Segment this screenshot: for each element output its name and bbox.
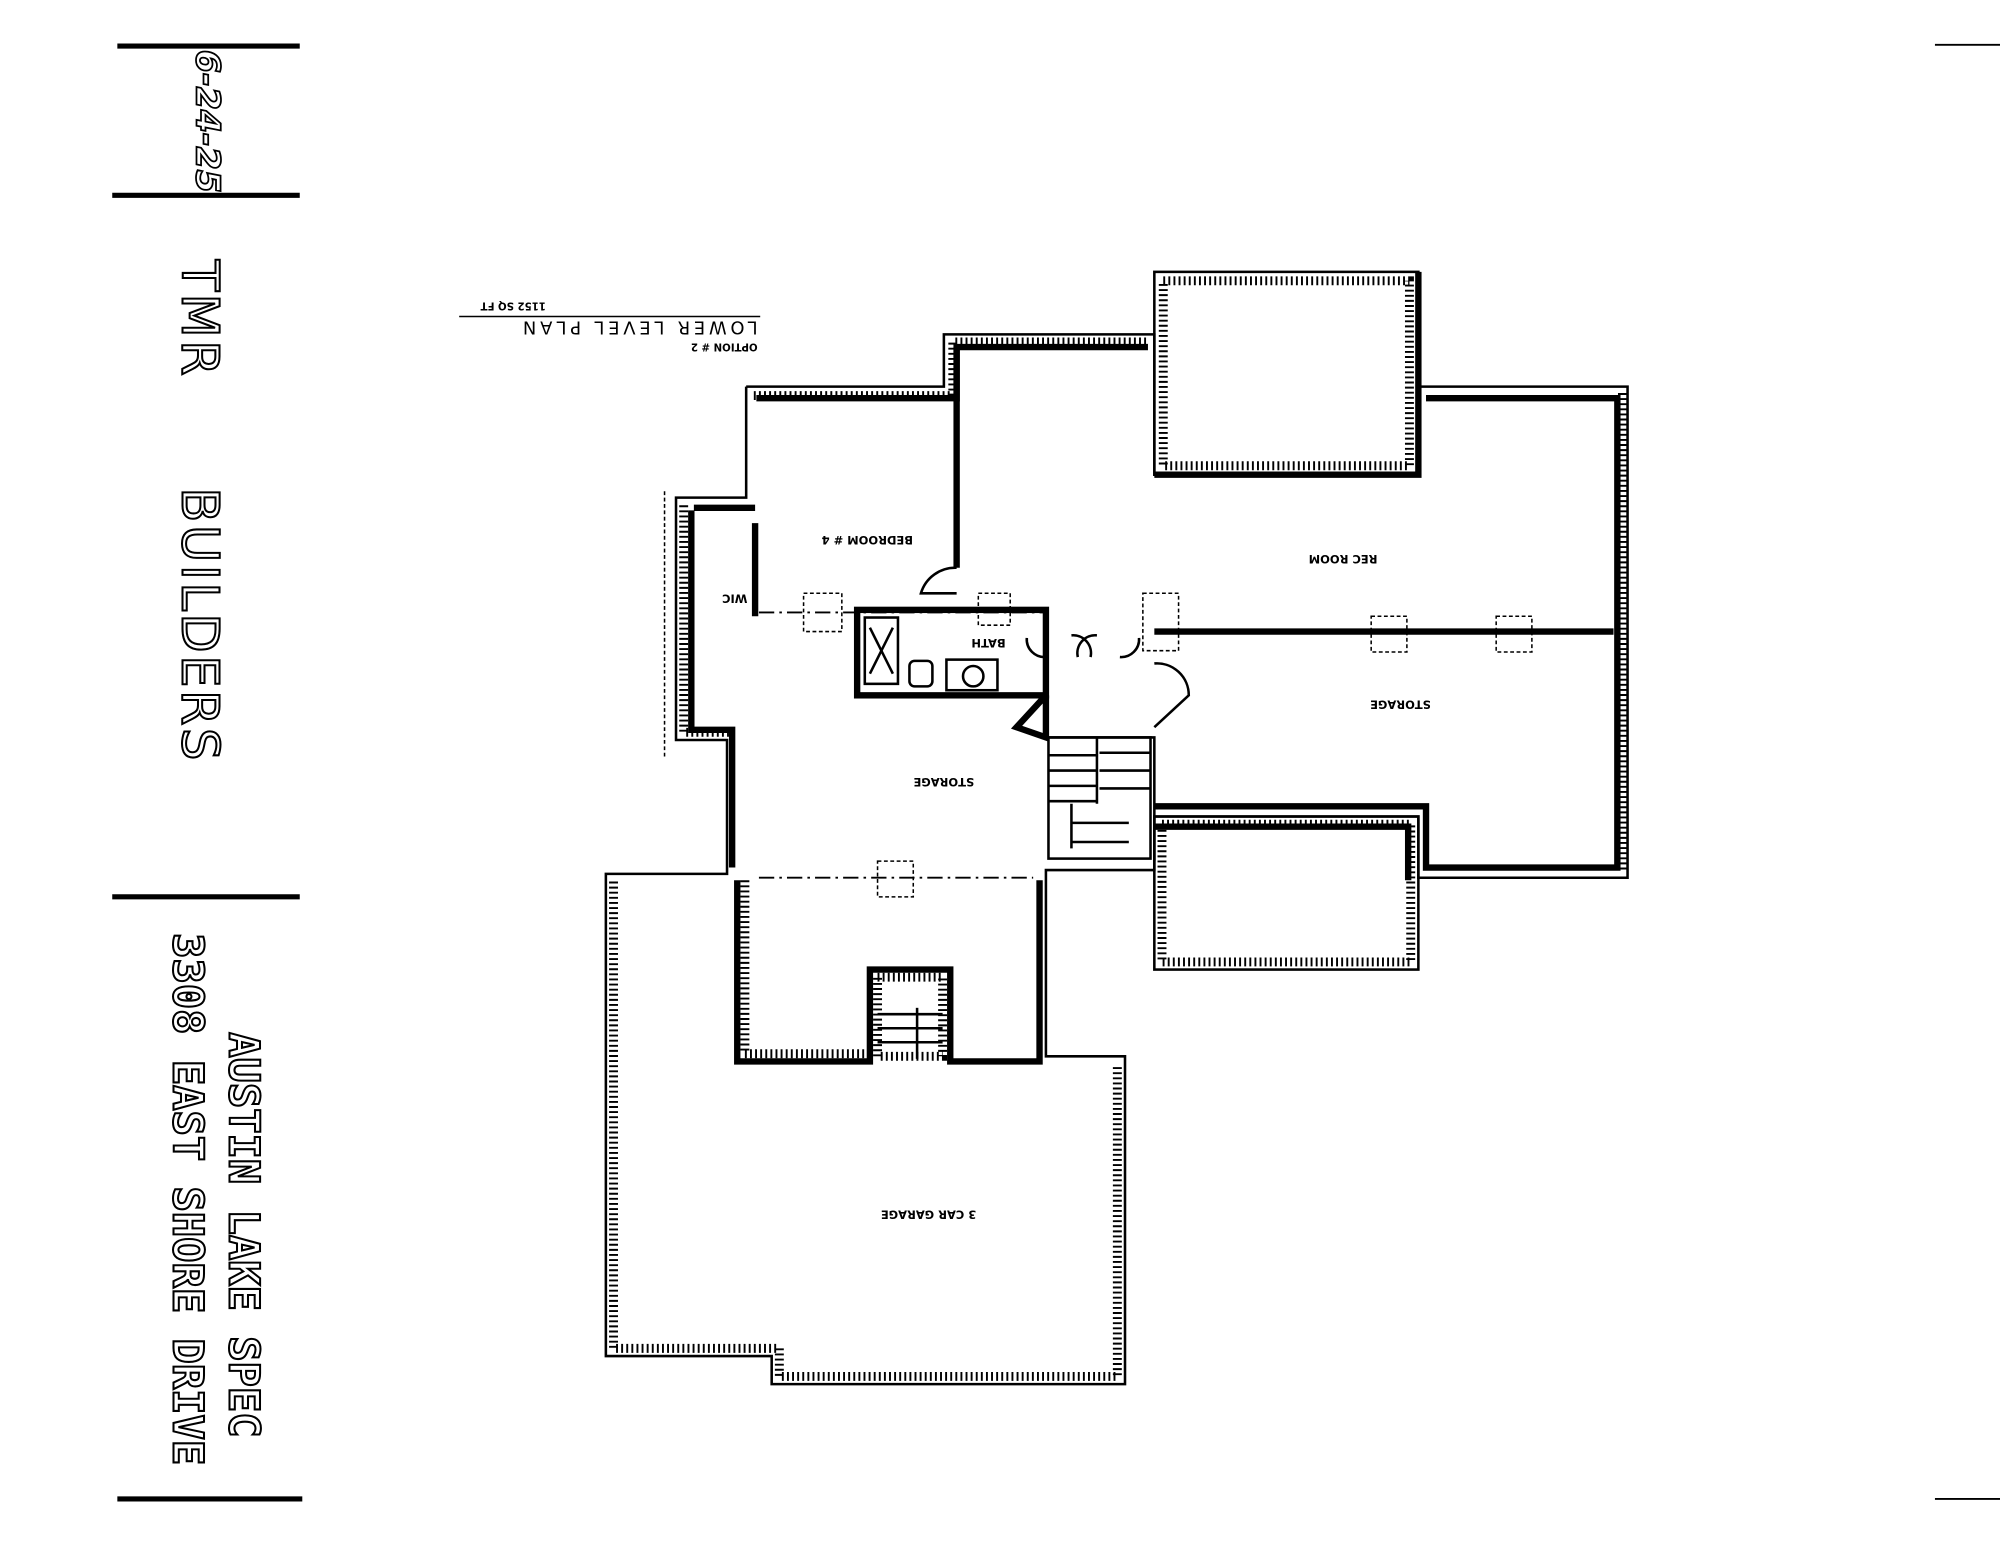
stairs [1047,736,1152,860]
project-name: AUSTIN LAKE SPEC [220,1032,269,1437]
room-label-storage-left: STORAGE [913,775,974,789]
upper-right-bump [1153,270,1420,476]
plan-title-text: LOWER LEVEL PLAN [519,317,758,338]
room-label-wic: WIC [722,592,747,606]
company-name-line1: TMR [169,259,228,378]
company-name-line2: BUILDERS [169,487,228,763]
floor-plan: BEDROOM # 4 WIC BATH REC ROOM STORAGE ST… [604,270,1629,1386]
bath-room [853,606,1050,699]
room-label-storage-right: STORAGE [1370,697,1431,711]
room-label-rec-room: REC ROOM [1309,552,1378,566]
shower-icon [863,616,900,686]
toilet-icon [908,659,934,688]
title-block: 6-24-25 TMR BUILDERS AUSTIN LAKE SPEC 33… [112,43,2000,1502]
room-label-garage: 3 CAR GARAGE [881,1208,976,1222]
room-label-bath: BATH [971,636,1005,650]
room-label-bedroom: BEDROOM # 4 [822,533,913,547]
vanity-icon [945,658,999,692]
project-address: 3308 EAST SHORE DRIVE [163,933,212,1465]
exterior-wall [604,333,1629,1386]
date-stamp: 6-24-25 [188,50,227,193]
plan-area: 1152 SQ FT [481,299,546,310]
plan-option: OPTION # 2 [691,340,758,351]
sink-icon [961,664,985,688]
plan-title: OPTION # 2 LOWER LEVEL PLAN 1152 SQ FT [459,299,761,351]
lower-right-bump [1153,815,1420,971]
